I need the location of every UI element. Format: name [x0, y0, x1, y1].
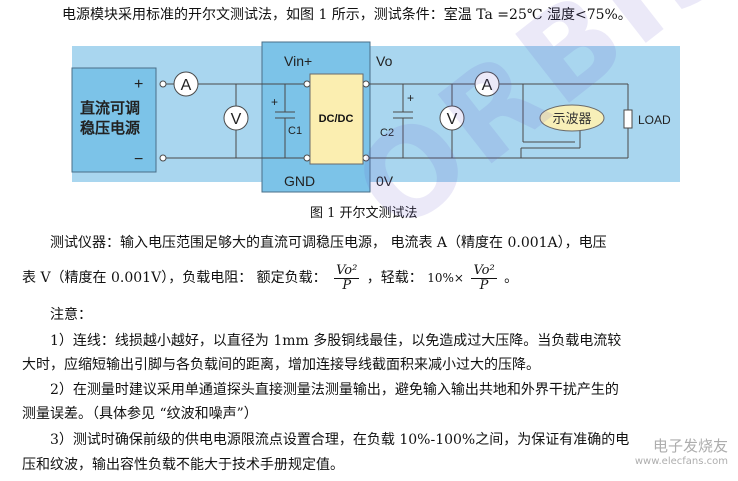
- note-1-line2: 大时，应缩短输出引脚与各负载间的距离，增加连接导线截面积来减小过大的压降。: [22, 357, 540, 373]
- site-watermark: 电子发烧友 www.elecfans.com: [634, 437, 728, 467]
- note-1-line1: 1）连线：线损越小越好，以直径为 1mm 多股铜线最佳，以免造成过大压降。当负载…: [50, 333, 622, 349]
- note-3-line1: 3）测试时确保前级的供电电源限流点设置合理，在负载 10%-100%之间，为保证…: [50, 432, 630, 448]
- svg-text:V: V: [231, 111, 242, 128]
- c1-label: C1: [288, 125, 302, 137]
- terminal-vo: [362, 80, 370, 88]
- oscilloscope: [539, 104, 605, 132]
- intro-text: 电源模块采用标准的开尔文测试法，如图 1 所示，测试条件：室温 Ta =25℃ …: [62, 7, 632, 23]
- instruments-paragraph-line1: 测试仪器：输入电压范围足够大的直流可调稳压电源， 电流表 A（精度在 0.001…: [50, 235, 607, 251]
- terminal-gnd: [303, 154, 311, 162]
- kelvin-test-circuit-diagram: 直流可调 稳压电源 + − A V A V DC/DC Vin+ Vo GND …: [71, 41, 680, 193]
- power-supply-label-2: 稳压电源: [80, 119, 140, 137]
- power-supply-label-1: 直流可调: [80, 99, 140, 117]
- dcdc-label: DC/DC: [319, 113, 354, 125]
- svg-text:V: V: [447, 111, 458, 128]
- figure-caption: 图 1 开尔文测试法: [310, 206, 418, 221]
- note-2-line1: 2）在测量时建议采用单通道探头直接测量法测量输出，避免输入输出共地和外界干扰产生…: [50, 382, 619, 398]
- load-label: LOAD: [638, 113, 671, 127]
- svg-text:A: A: [181, 77, 192, 94]
- note-3-line2: 压和纹波，输出容性负载不能大于技术手册规定值。: [22, 457, 344, 473]
- output-voltmeter: [439, 105, 465, 131]
- dcdc-block: [309, 73, 364, 165]
- terminal-minus: [159, 154, 167, 162]
- 0v-label: 0V: [376, 173, 394, 189]
- plus-sign: +: [134, 76, 143, 93]
- vo-label: Vo: [376, 53, 393, 69]
- vin-label: Vin+: [284, 53, 312, 69]
- note-2-line2: 测量误差。（具体参见 “纹波和噪声”）: [22, 406, 258, 422]
- power-supply-box: [71, 67, 157, 173]
- terminal-vin: [303, 80, 311, 88]
- terminal-plus: [159, 80, 167, 88]
- gnd-label: GND: [284, 173, 315, 189]
- note-title: 注意：: [50, 307, 92, 323]
- oscilloscope-label: 示波器: [552, 111, 591, 126]
- minus-sign: −: [134, 151, 143, 168]
- input-ammeter: [173, 71, 199, 97]
- input-voltmeter: [223, 105, 249, 131]
- svg-text:+: +: [271, 95, 278, 109]
- c2-label: C2: [380, 127, 394, 139]
- load-resistor: [623, 109, 633, 129]
- svg-text:A: A: [482, 77, 493, 94]
- svg-text:+: +: [407, 91, 414, 105]
- output-ammeter: [474, 71, 500, 97]
